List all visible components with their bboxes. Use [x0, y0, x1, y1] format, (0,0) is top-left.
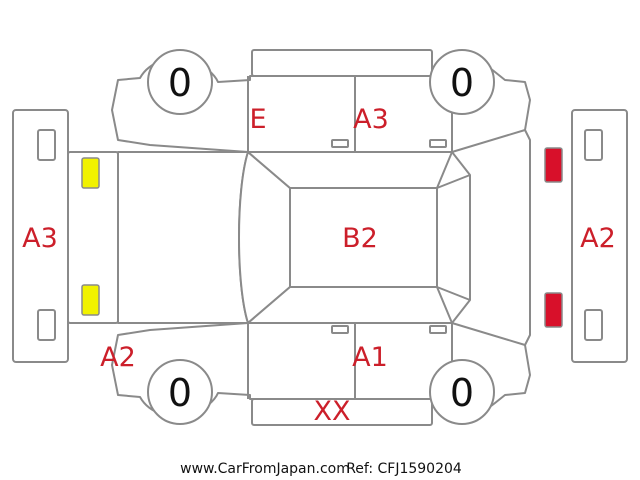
code-lower-rear-door: A1	[352, 342, 388, 373]
tire-front-left-grade: 0	[168, 61, 192, 105]
taillight-left	[544, 147, 563, 183]
headlight-left	[81, 157, 100, 189]
tire-rear-right: 0	[429, 359, 495, 425]
code-right-bumper: A2	[580, 223, 616, 254]
code-upper-fender: E	[249, 104, 266, 135]
taillight-right	[544, 292, 563, 328]
code-lower-front-fender: A2	[100, 342, 136, 373]
code-left-bumper: A3	[22, 223, 58, 254]
footer-site: www.CarFromJapan.com	[180, 461, 350, 477]
right-bumper	[571, 109, 628, 363]
tire-front-right: 0	[147, 359, 213, 425]
lower-rocker-strip	[251, 398, 433, 426]
footer-ref: Ref: CFJ1590204	[346, 461, 462, 477]
code-roof: B2	[342, 223, 378, 254]
code-lower-rocker: XX	[314, 396, 351, 427]
tire-front-right-grade: 0	[168, 371, 192, 415]
upper-roof-strip	[251, 49, 433, 77]
hood-top-view	[67, 151, 249, 324]
tire-rear-left-grade: 0	[450, 61, 474, 105]
tire-rear-right-grade: 0	[450, 371, 474, 415]
code-upper-rear-door: A3	[353, 104, 389, 135]
cabin-top-view	[238, 129, 531, 346]
tire-rear-left: 0	[429, 49, 495, 115]
headlight-right	[81, 284, 100, 316]
tire-front-left: 0	[147, 49, 213, 115]
